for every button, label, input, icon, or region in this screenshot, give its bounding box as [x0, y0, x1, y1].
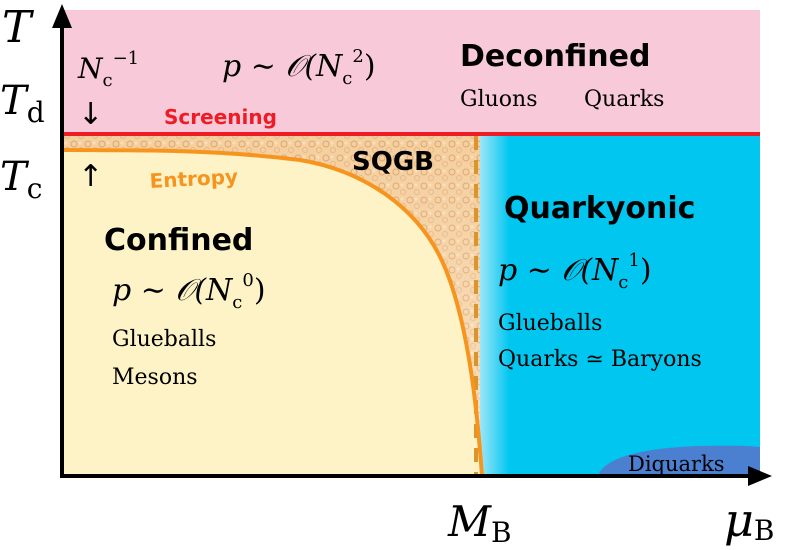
confined-mesons: Mesons [112, 365, 198, 390]
sqgb-region-fade [62, 134, 484, 476]
quarkyonic-glueballs: Glueballs [498, 311, 602, 336]
x-axis-arrowhead [748, 466, 772, 486]
deconfined-pressure: p ∼ 𝒪(Nc2) [222, 46, 376, 89]
entropy-label: Entropy [149, 164, 239, 193]
entropy-curve [61, 148, 484, 477]
mb-label: MB [447, 497, 512, 549]
y-axis-arrowhead [52, 4, 72, 28]
diquarks-label: Diquarks [628, 452, 725, 476]
confined-title: Confined [104, 223, 253, 258]
mu-b-label: μB [724, 493, 774, 547]
quarkyonic-title: Quarkyonic [504, 191, 695, 226]
nc-inverse-label: Nc−1 [77, 48, 139, 91]
diquarks-region [598, 445, 760, 476]
nc-arrow-up: ↑ [78, 159, 103, 194]
quarkyonic-quarks-baryons: Quarks ≃ Baryons [498, 347, 702, 372]
quarkyonic-pressure: p ∼ 𝒪(Nc1) [498, 250, 652, 293]
screening-label: Screening [164, 105, 277, 129]
deconfined-quarks: Quarks [584, 87, 664, 112]
confined-glueballs: Glueballs [112, 327, 216, 352]
quarkyonic-region [462, 134, 760, 476]
confined-region [62, 150, 482, 476]
td-label: Td [0, 78, 45, 129]
tc-label: Tc [0, 154, 42, 205]
nc-arrow-down: ↓ [78, 97, 103, 132]
confined-pressure: p ∼ 𝒪(Nc0) [112, 270, 266, 313]
y-axis-label: T [2, 2, 35, 53]
deconfined-title: Deconfined [460, 39, 650, 74]
sqgb-label: SQGB [352, 147, 434, 177]
deconfined-region [62, 10, 760, 134]
deconfined-gluons: Gluons [460, 87, 537, 112]
